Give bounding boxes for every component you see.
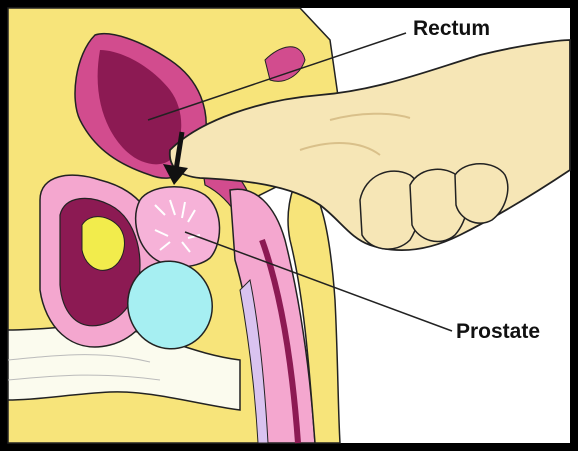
rectum-label: Rectum bbox=[413, 18, 490, 39]
prostate-label: Prostate bbox=[456, 321, 540, 342]
